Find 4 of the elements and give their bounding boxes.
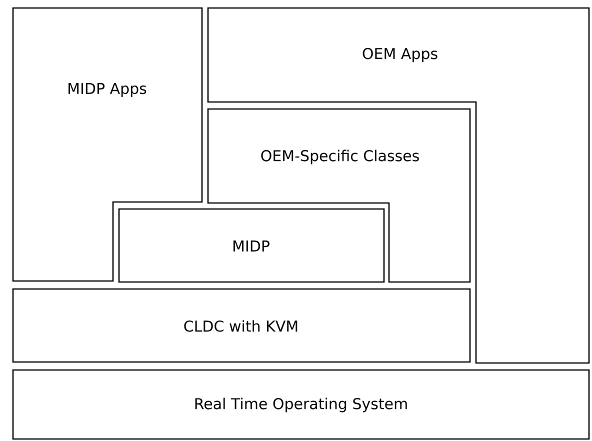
layer-box: MIDP [118,208,385,283]
layer-box: CLDC with KVM [12,288,471,363]
layer-box: Real Time Operating System [12,369,590,440]
layer-box: MIDP Apps [12,7,203,282]
